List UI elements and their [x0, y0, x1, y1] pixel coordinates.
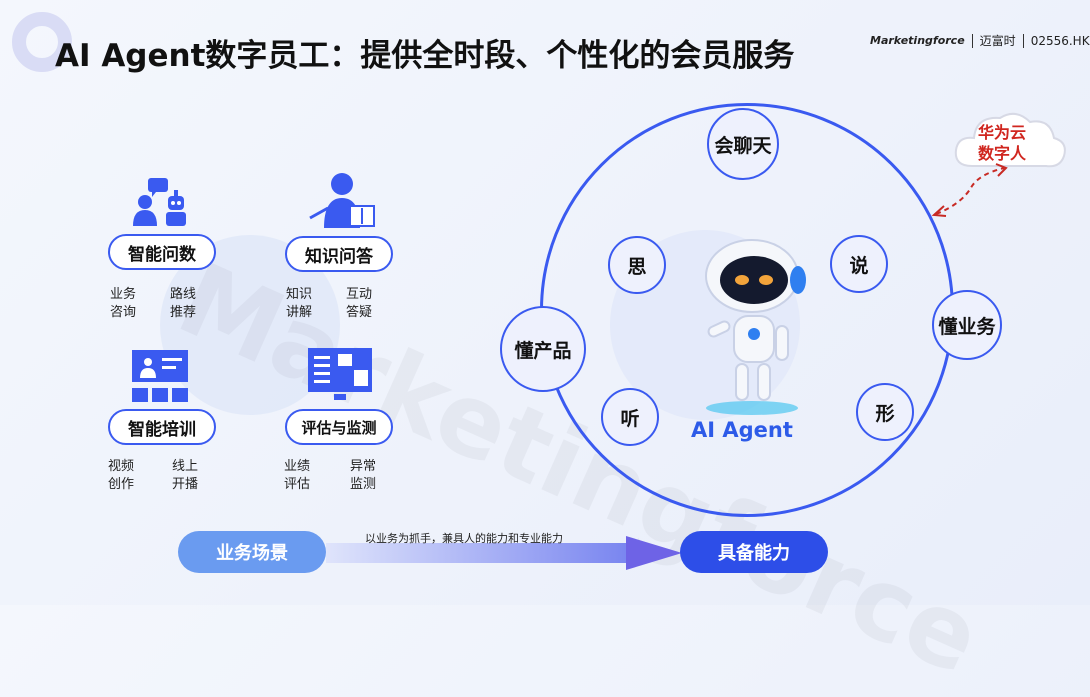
scenario-tags: 线上 开播: [172, 458, 198, 494]
brand-name: 迈富时: [979, 34, 1016, 48]
divider: [971, 33, 973, 48]
tag: 业绩: [284, 459, 311, 474]
tag: 答疑: [346, 305, 373, 320]
tag: 业务: [110, 287, 137, 302]
scenario-tags: 异常 监测: [350, 458, 376, 494]
flow-arrow-bar: [326, 543, 626, 563]
brand-marketingforce: Marketingforce: [870, 34, 965, 47]
capability-node-chat: 会聊天: [707, 108, 779, 180]
training-board-icon: [132, 350, 188, 402]
flow-start-badge: 业务场景: [178, 531, 326, 573]
capability-node-product: 懂产品: [500, 306, 586, 392]
scenario-tags: 互动 答疑: [346, 286, 372, 322]
tag: 创作: [108, 477, 135, 492]
qa-chat-icon: [133, 178, 186, 226]
scenario-tags: 视频 创作: [108, 458, 134, 494]
scenario-tags: 业务 咨询: [110, 286, 136, 322]
scenario-tags: 路线 推荐: [170, 286, 196, 322]
tag: 监测: [350, 477, 377, 492]
scenario-pill: 智能培训: [108, 409, 216, 445]
agent-label: AI Agent: [691, 418, 793, 442]
monitor-dashboard-icon: [308, 348, 372, 400]
scenario-pill: 知识问答: [285, 236, 393, 272]
capability-node-listen: 听: [601, 388, 659, 446]
dashed-arrow-icon: [931, 163, 1008, 217]
flow-arrow-head: [626, 536, 682, 570]
divider: [1022, 33, 1024, 48]
tag: 讲解: [286, 305, 313, 320]
page-title: AI Agent数字员工：提供全时段、个性化的会员服务: [55, 38, 795, 74]
capability-node-form: 形: [856, 383, 914, 441]
scenario-pill: 智能问数: [108, 234, 216, 270]
tag: 开播: [172, 477, 199, 492]
tag: 线上: [172, 459, 199, 474]
cloud-icon: [954, 112, 1066, 168]
scenario-tags: 业绩 评估: [284, 458, 310, 494]
cloud-label: 华为云 数字人: [978, 122, 1026, 164]
capability-node-speak: 说: [830, 235, 888, 293]
capability-node-think: 思: [608, 236, 666, 294]
flow-caption: 以业务为抓手，兼具人的能力和专业能力: [365, 532, 563, 545]
tag: 异常: [350, 459, 377, 474]
tag: 推荐: [170, 305, 197, 320]
flow-end-badge: 具备能力: [680, 531, 828, 573]
tag: 评估: [284, 477, 311, 492]
tag: 咨询: [110, 305, 137, 320]
teacher-icon: [309, 173, 375, 228]
cloud-line: 华为云: [978, 123, 1027, 142]
brand-code: 02556.HK: [1030, 33, 1090, 48]
cloud-line: 数字人: [978, 144, 1027, 163]
robot-icon: [705, 239, 806, 415]
tag: 知识: [286, 287, 313, 302]
tag: 视频: [108, 459, 135, 474]
scenario-tags: 知识 讲解: [286, 286, 312, 322]
scenario-pill: 评估与监测: [285, 409, 393, 445]
capability-node-business: 懂业务: [932, 290, 1002, 360]
brand-bar: Marketingforce 迈富时 02556.HK: [870, 32, 1090, 49]
tag: 路线: [170, 287, 197, 302]
tag: 互动: [346, 287, 373, 302]
